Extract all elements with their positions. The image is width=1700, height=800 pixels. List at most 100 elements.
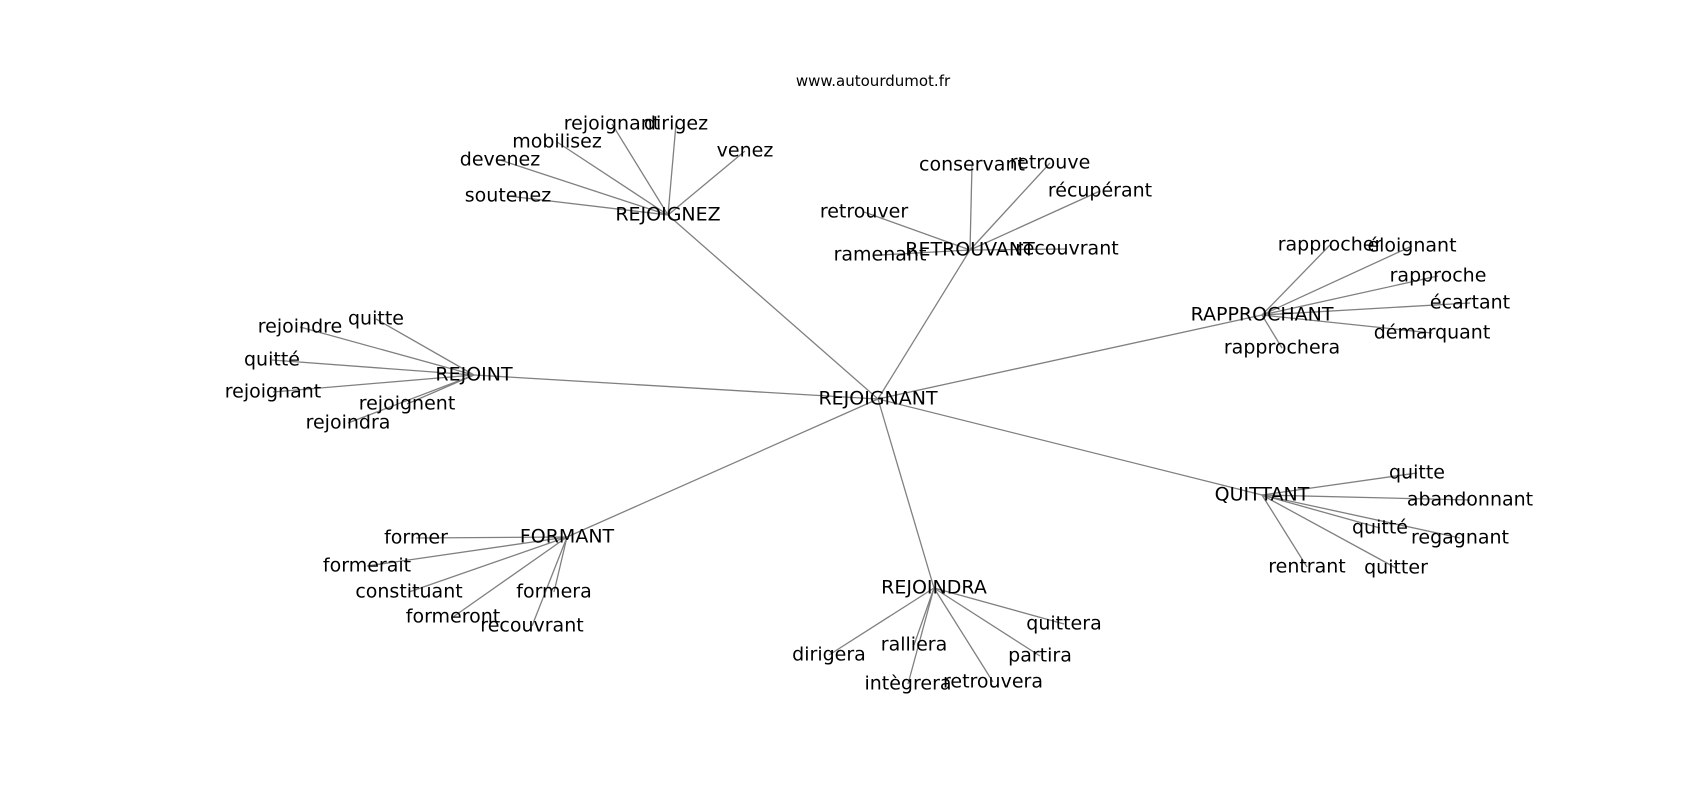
hub-node-label: REJOINDRA bbox=[881, 577, 987, 599]
edge-hub-word bbox=[408, 536, 568, 593]
word-node-label: retrouve bbox=[1010, 152, 1091, 174]
edge-hub-word bbox=[969, 164, 973, 251]
edge-hub-word bbox=[1261, 245, 1413, 316]
word-node-label: rapprochera bbox=[1224, 337, 1340, 359]
word-node-label: rapproche bbox=[1390, 265, 1487, 287]
edge-hub-word bbox=[969, 190, 1101, 251]
edge-hub-word bbox=[969, 248, 1068, 251]
word-node-label: mobilisez bbox=[512, 131, 602, 153]
word-node-label: rejoindra bbox=[306, 412, 391, 434]
edge-hub-word bbox=[1261, 494, 1308, 568]
word-node-label: formeront bbox=[406, 606, 501, 628]
word-node-label: formerait bbox=[323, 555, 411, 577]
edge-hub-word bbox=[667, 150, 746, 216]
edge-hub-word bbox=[556, 141, 669, 216]
word-node-label: soutenez bbox=[465, 185, 551, 207]
edge-hub-word bbox=[1261, 244, 1331, 316]
edge-center-hub bbox=[566, 398, 879, 538]
edge-hub-word bbox=[667, 123, 677, 216]
word-node-label: intègrera bbox=[864, 673, 951, 695]
word-node-label: quitter bbox=[1364, 557, 1428, 579]
word-node-label: rejoignant bbox=[225, 381, 322, 403]
edge-hub-word bbox=[1261, 494, 1471, 501]
edge-hub-word bbox=[366, 536, 568, 567]
edge-hub-word bbox=[375, 318, 475, 376]
edge-hub-word bbox=[611, 123, 669, 216]
edge-hub-word bbox=[828, 587, 935, 656]
word-node-label: regagnant bbox=[1411, 527, 1509, 549]
word-node-label: quitté bbox=[244, 349, 300, 371]
edge-hub-word bbox=[913, 587, 935, 646]
edge-hub-word bbox=[507, 195, 669, 216]
edge-hub-word bbox=[933, 587, 1041, 657]
word-node-label: quitté bbox=[1352, 517, 1408, 539]
edge-center-hub bbox=[877, 249, 971, 400]
word-node-label: ralliera bbox=[881, 634, 947, 656]
edge-center-hub bbox=[667, 214, 879, 400]
word-node-label: ramenant bbox=[834, 244, 927, 266]
word-node-label: rejoignent bbox=[359, 393, 456, 415]
word-node-label: former bbox=[384, 527, 448, 549]
edge-hub-word bbox=[553, 536, 568, 593]
word-node-label: rapprocher bbox=[1278, 234, 1383, 256]
edge-hub-word bbox=[1261, 275, 1439, 316]
word-node-label: quitte bbox=[1389, 462, 1445, 484]
hub-node-label: REJOINT bbox=[435, 364, 513, 386]
edge-hub-word bbox=[1261, 494, 1397, 569]
edge-hub-word bbox=[452, 536, 568, 618]
edge-center-hub bbox=[473, 374, 879, 400]
graph-labels: REJOIGNANTREJOIGNEZrejoignantdirigezmobi… bbox=[225, 113, 1533, 695]
edge-hub-word bbox=[879, 249, 971, 256]
word-node-label: partira bbox=[1008, 645, 1072, 667]
word-node-label: quittera bbox=[1026, 613, 1101, 635]
word-node-label: recouvrant bbox=[480, 615, 583, 637]
word-node-label: rejoignant bbox=[564, 113, 661, 135]
edge-hub-word bbox=[933, 587, 1065, 625]
center-node-label: REJOIGNANT bbox=[818, 388, 938, 410]
edge-center-hub bbox=[877, 314, 1263, 400]
site-watermark: www.autourdumot.fr bbox=[795, 72, 951, 90]
edge-hub-word bbox=[1261, 494, 1381, 529]
word-node-label: éloignant bbox=[1367, 235, 1456, 257]
word-node-label: récupérant bbox=[1048, 180, 1152, 202]
graph-edges bbox=[271, 123, 1471, 685]
hub-node-label: RETROUVANT bbox=[905, 239, 1035, 261]
word-node-label: quitte bbox=[348, 308, 404, 330]
hub-node-label: REJOIGNEZ bbox=[615, 204, 720, 226]
edge-hub-word bbox=[907, 587, 935, 685]
edge-hub-word bbox=[271, 359, 475, 376]
word-node-label: formera bbox=[516, 581, 591, 603]
word-node-label: retrouvera bbox=[943, 671, 1043, 693]
word-node-label: recouvrant bbox=[1015, 238, 1118, 260]
edge-hub-word bbox=[1261, 472, 1418, 496]
word-node-label: démarquant bbox=[1374, 322, 1491, 344]
edge-hub-word bbox=[933, 587, 994, 683]
word-node-label: écartant bbox=[1430, 292, 1510, 314]
word-node-label: abandonnant bbox=[1407, 489, 1533, 511]
word-node-label: venez bbox=[717, 140, 774, 162]
hub-node-label: RAPPROCHANT bbox=[1191, 304, 1334, 326]
edge-hub-word bbox=[272, 374, 475, 393]
edge-hub-word bbox=[863, 211, 971, 251]
word-node-label: rejoindre bbox=[258, 316, 342, 338]
edge-hub-word bbox=[969, 162, 1051, 251]
edge-hub-word bbox=[347, 374, 475, 424]
word-node-label: retrouver bbox=[820, 201, 909, 223]
edge-hub-word bbox=[415, 536, 568, 539]
word-node-label: conservant bbox=[919, 154, 1025, 176]
edge-hub-word bbox=[1261, 314, 1433, 334]
edge-center-hub bbox=[877, 398, 935, 589]
edge-hub-word bbox=[1261, 302, 1471, 316]
word-node-label: devenez bbox=[460, 149, 540, 171]
edge-hub-word bbox=[499, 159, 669, 216]
hub-node-label: QUITTANT bbox=[1215, 484, 1310, 506]
word-node-label: rentrant bbox=[1268, 556, 1346, 578]
edge-center-hub bbox=[877, 398, 1263, 496]
word-node-label: constituant bbox=[355, 581, 462, 603]
edge-hub-word bbox=[299, 326, 475, 376]
edge-hub-word bbox=[1261, 314, 1283, 349]
hub-node-label: FORMANT bbox=[520, 526, 615, 548]
edge-hub-word bbox=[531, 536, 568, 627]
word-node-label: dirigez bbox=[644, 113, 708, 135]
